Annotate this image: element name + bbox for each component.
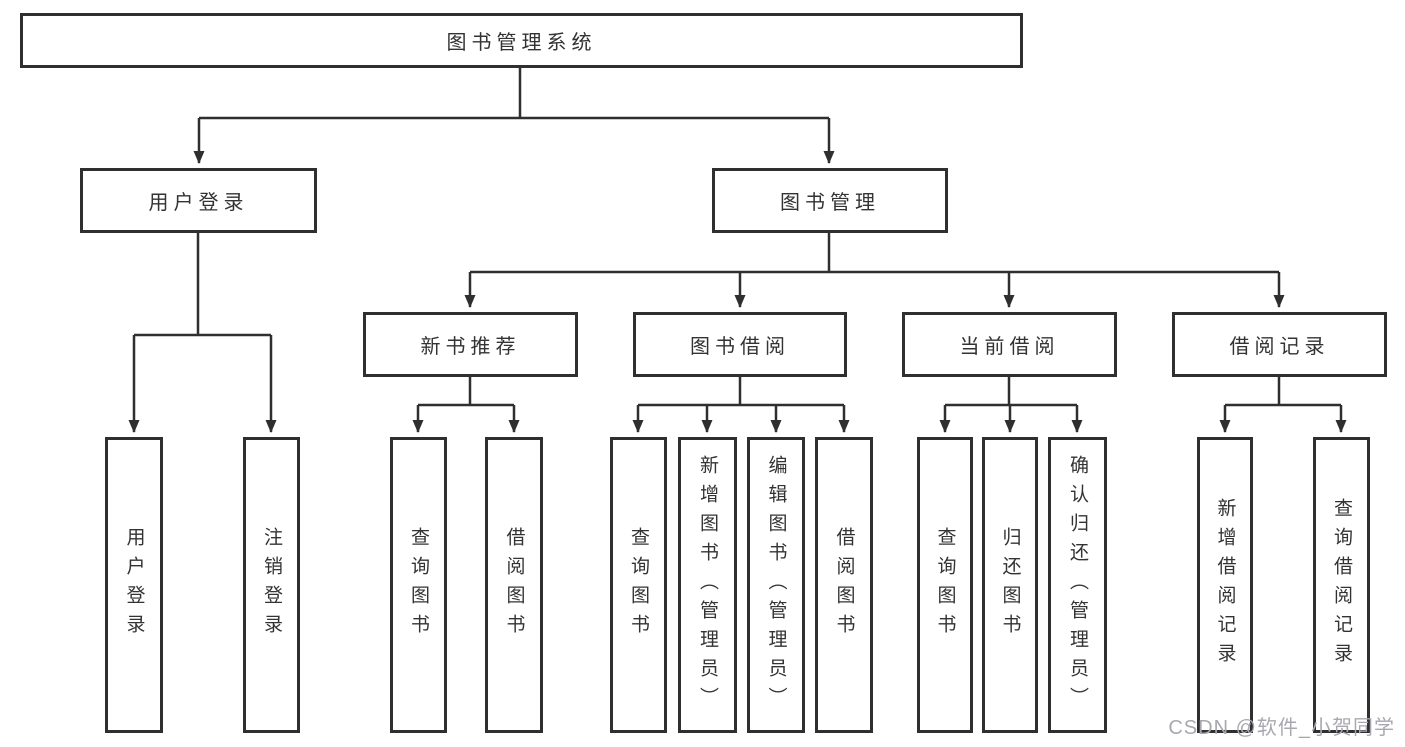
node-book-borrowing: 图书借阅	[633, 312, 847, 377]
leaf-bb-edit-books-admin: 编辑图书（管理员）	[747, 437, 805, 733]
node-new-book-recommend: 新书推荐	[363, 312, 578, 377]
node-root: 图书管理系统	[20, 13, 1023, 68]
leaf-cb-return-books: 归还图书	[982, 437, 1038, 733]
node-book-borrowing-label: 图书借阅	[690, 336, 790, 358]
leaf-logout-label: 注销登录	[261, 527, 282, 643]
node-borrowing-records-label: 借阅记录	[1229, 336, 1330, 358]
leaf-bb-add-books-admin: 新增图书（管理员）	[678, 437, 737, 733]
node-current-borrowing-label: 当前借阅	[959, 336, 1060, 358]
leaf-nb-borrow-books-label: 借阅图书	[503, 527, 525, 643]
leaf-br-add-record: 新增借阅记录	[1197, 437, 1253, 733]
leaf-bb-borrow-books-label: 借阅图书	[833, 527, 855, 643]
node-book-management-label: 图书管理	[780, 192, 880, 214]
node-user-login-label: 用户登录	[148, 192, 249, 214]
leaf-logout: 注销登录	[243, 437, 300, 733]
leaf-nb-query-books-label: 查询图书	[408, 527, 429, 643]
leaf-cb-confirm-return-admin-label: 确认归还（管理员）	[1067, 454, 1088, 716]
leaf-cb-query-books: 查询图书	[917, 437, 973, 733]
leaf-bb-query-books-label: 查询图书	[628, 527, 649, 643]
leaf-cb-query-books-label: 查询图书	[934, 527, 956, 643]
leaf-br-query-record: 查询借阅记录	[1313, 437, 1370, 733]
node-new-book-recommend-label: 新书推荐	[420, 336, 521, 358]
leaf-br-add-record-label: 新增借阅记录	[1214, 498, 1236, 672]
node-root-label: 图书管理系统	[446, 32, 597, 54]
leaf-br-query-record-label: 查询借阅记录	[1331, 498, 1352, 672]
leaf-bb-borrow-books: 借阅图书	[815, 437, 873, 733]
leaf-bb-add-books-admin-label: 新增图书（管理员）	[697, 454, 718, 716]
node-current-borrowing: 当前借阅	[902, 312, 1117, 377]
leaf-user-login-label: 用户登录	[123, 527, 145, 643]
leaf-cb-confirm-return-admin: 确认归还（管理员）	[1048, 437, 1107, 733]
leaf-bb-edit-books-admin-label: 编辑图书（管理员）	[765, 454, 787, 716]
leaf-bb-query-books: 查询图书	[610, 437, 667, 733]
watermark: CSDN @软件_小贺同学	[1168, 717, 1395, 739]
node-user-login: 用户登录	[80, 168, 317, 233]
leaf-nb-borrow-books: 借阅图书	[485, 437, 543, 733]
node-borrowing-records: 借阅记录	[1172, 312, 1387, 377]
leaf-cb-return-books-label: 归还图书	[999, 527, 1021, 643]
leaf-nb-query-books: 查询图书	[390, 437, 447, 733]
leaf-user-login: 用户登录	[105, 437, 163, 733]
node-book-management: 图书管理	[712, 168, 948, 233]
